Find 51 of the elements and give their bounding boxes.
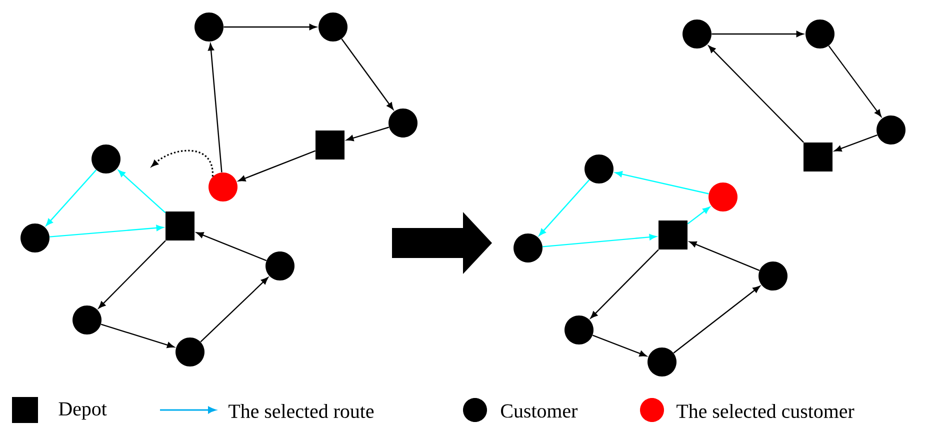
arrow <box>592 334 647 357</box>
legend-label: The selected customer <box>676 404 854 418</box>
customer-circle <box>318 12 348 42</box>
customer-circle <box>806 20 834 48</box>
arrow <box>687 206 710 224</box>
arrow <box>712 30 804 38</box>
arrow <box>238 150 316 182</box>
customer-circle <box>648 348 676 376</box>
arrow <box>708 46 804 143</box>
legend-label: The selected route <box>228 404 374 418</box>
customer-circle <box>682 20 712 48</box>
legend-label: Customer <box>501 404 578 418</box>
customer-circle <box>564 316 594 344</box>
arrow <box>538 180 590 236</box>
arrow <box>208 43 222 172</box>
dotted-arrow <box>152 150 214 177</box>
customer-circle <box>388 108 418 138</box>
selected-customer-circle <box>208 172 238 202</box>
customer-circle <box>876 116 906 144</box>
depot-square <box>658 220 688 250</box>
arrow <box>50 224 164 238</box>
arrow <box>689 241 760 271</box>
arrow <box>100 324 174 348</box>
depot-square <box>166 212 194 240</box>
arrow <box>834 134 878 152</box>
arrow <box>200 277 268 342</box>
legend-label: Depot <box>58 402 107 420</box>
customer-circle <box>266 252 294 280</box>
arrow <box>615 171 709 194</box>
arrow <box>46 170 97 226</box>
arrow <box>542 234 657 248</box>
customer-circle <box>176 338 204 366</box>
arrow <box>828 45 882 117</box>
customer-circle <box>92 144 120 174</box>
customer-circle <box>514 234 542 262</box>
selected-customer-circle <box>708 182 738 212</box>
arrow <box>590 249 659 318</box>
customer-circle <box>20 224 50 252</box>
arrow <box>98 240 166 308</box>
customer-circle <box>194 12 224 42</box>
arrow <box>341 38 394 110</box>
depot-square <box>316 130 344 160</box>
arrow <box>346 126 390 142</box>
arrow <box>118 170 166 214</box>
customer-circle <box>584 154 614 184</box>
customer-circle <box>72 306 102 334</box>
arrow <box>673 286 760 354</box>
arrow <box>224 24 317 30</box>
depot-square <box>804 142 832 172</box>
customer-circle <box>758 262 788 290</box>
arrow <box>196 232 267 262</box>
